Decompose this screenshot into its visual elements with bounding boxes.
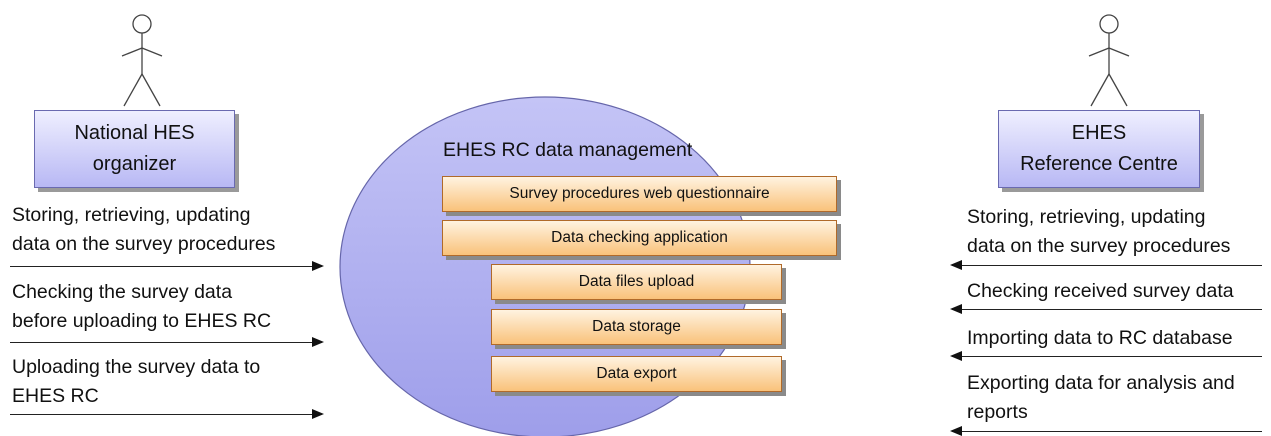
left-flow-1-text: Storing, retrieving, updating data on th… (12, 201, 275, 259)
left-actor-label-line1: National HES (74, 122, 195, 144)
left-flow-2-line2: before uploading to EHES RC (12, 310, 272, 332)
left-flow-1-line2: data on the survey procedures (12, 233, 276, 255)
right-actor-label-line2: Reference Centre (1020, 153, 1178, 175)
right-flow-2-arrow (950, 304, 1262, 314)
left-actor-icon (121, 14, 163, 107)
right-flow-4-arrow (950, 426, 1262, 436)
right-flow-4-line2: reports (967, 401, 1028, 423)
left-flow-2-line1: Checking the survey data (12, 281, 233, 303)
right-actor-box: EHES Reference Centre (998, 110, 1200, 188)
right-flow-4-text: Exporting data for analysis and reports (967, 369, 1235, 427)
left-flow-2-text: Checking the survey data before uploadin… (12, 278, 271, 336)
left-flow-2-arrow (10, 337, 324, 347)
left-flow-3-line1: Uploading the survey data to (12, 356, 261, 378)
right-actor-label-line1: EHES (1071, 122, 1127, 144)
right-flow-1-line2: data on the survey procedures (967, 235, 1231, 257)
right-flow-2-text: Checking received survey data (967, 277, 1234, 306)
left-flow-1-arrow (10, 261, 324, 271)
right-flow-3-arrow (950, 351, 1262, 361)
right-flow-1-line1: Storing, retrieving, updating (967, 206, 1206, 228)
right-flow-2-line1: Checking received survey data (967, 280, 1234, 302)
left-flow-3-line2: EHES RC (12, 385, 99, 407)
left-flow-3-arrow (10, 409, 324, 419)
module-survey-procedures-web-questionnaire: Survey procedures web questionnaire (442, 176, 837, 212)
right-actor-icon (1088, 14, 1130, 107)
right-flow-1-text: Storing, retrieving, updating data on th… (967, 203, 1230, 261)
right-flow-4-line1: Exporting data for analysis and (967, 372, 1235, 394)
right-flow-3-line1: Importing data to RC database (967, 327, 1233, 349)
module-data-export: Data export (491, 356, 782, 392)
center-title: EHES RC data management (443, 139, 693, 161)
left-actor-box: National HES organizer (34, 110, 235, 188)
left-flow-3-text: Uploading the survey data to EHES RC (12, 353, 260, 411)
left-flow-1-line1: Storing, retrieving, updating (12, 204, 251, 226)
module-data-files-upload: Data files upload (491, 264, 782, 300)
module-data-checking-application: Data checking application (442, 220, 837, 256)
right-flow-1-arrow (950, 260, 1262, 270)
module-data-storage: Data storage (491, 309, 782, 345)
left-actor-label-line2: organizer (92, 153, 177, 175)
right-flow-3-text: Importing data to RC database (967, 324, 1233, 353)
